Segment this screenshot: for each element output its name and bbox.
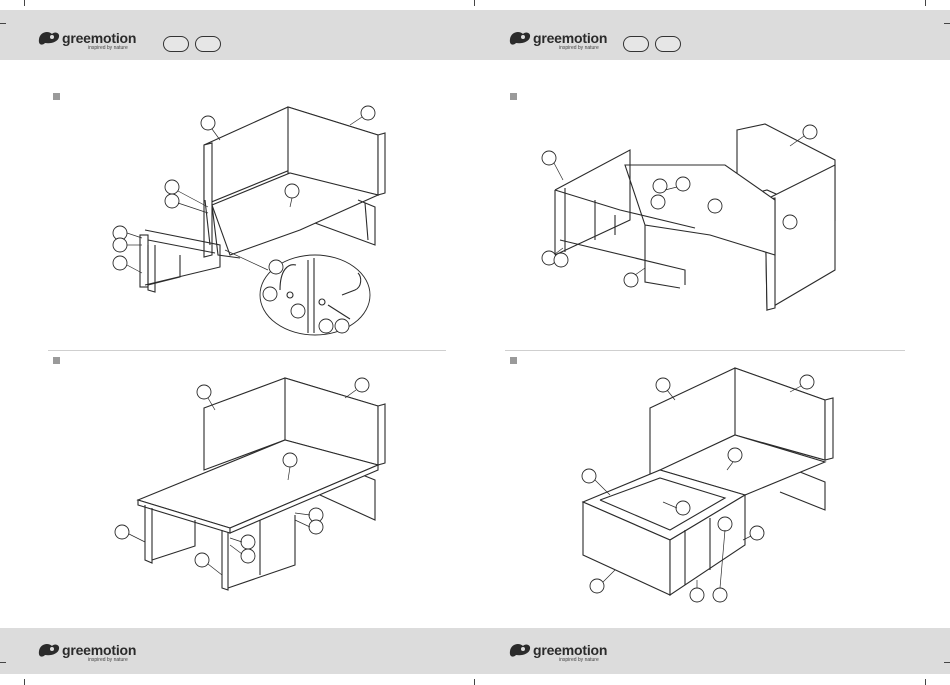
part-callout <box>656 378 670 392</box>
part-callout <box>355 378 369 392</box>
crop-mark <box>474 0 475 6</box>
crop-mark <box>24 679 25 685</box>
part-callout <box>690 588 704 602</box>
page-pill-2 <box>655 36 681 52</box>
header-band: greemotion inspired by nature <box>475 10 950 60</box>
brand-tagline: inspired by nature <box>559 45 599 51</box>
part-callout <box>285 184 299 198</box>
footer-band: greemotion inspired by nature <box>0 628 475 674</box>
brand-logo: greemotion inspired by nature <box>36 641 136 659</box>
footer-band: greemotion inspired by nature <box>475 628 950 674</box>
part-callout <box>361 106 375 120</box>
part-callout <box>241 549 255 563</box>
part-callout <box>113 256 127 270</box>
brand-tagline: inspired by nature <box>559 657 599 663</box>
brand-logo-icon <box>507 641 533 659</box>
part-callout <box>335 319 349 333</box>
brand-name: greemotion <box>533 642 607 658</box>
crop-mark <box>944 23 950 24</box>
page-left: greemotion inspired by nature <box>0 0 475 685</box>
part-callout <box>713 588 727 602</box>
part-callout <box>113 238 127 252</box>
figure-desk-with-cabinet <box>575 370 865 600</box>
part-callout <box>263 287 277 301</box>
page-pill-1 <box>623 36 649 52</box>
part-callout <box>269 260 283 274</box>
part-callout <box>728 448 742 462</box>
part-callout <box>201 116 215 130</box>
part-callout <box>708 199 722 213</box>
part-callout <box>624 273 638 287</box>
brand-tagline: inspired by nature <box>88 45 128 51</box>
step-marker-icon <box>510 93 517 100</box>
header-band: greemotion inspired by nature <box>0 10 475 60</box>
part-callout <box>653 179 667 193</box>
crop-mark <box>925 0 926 6</box>
brand-logo: greemotion inspired by nature <box>507 29 607 47</box>
step-marker-icon <box>53 93 60 100</box>
figure-desk-with-top <box>100 370 400 600</box>
part-callout <box>283 453 297 467</box>
part-callout <box>115 525 129 539</box>
part-callout <box>197 385 211 399</box>
crop-mark <box>474 679 475 685</box>
part-callout <box>165 194 179 208</box>
figure-desk-frame-bolt-assembly <box>100 95 400 345</box>
part-callout <box>554 253 568 267</box>
brand-logo-icon <box>507 29 533 47</box>
part-callout <box>783 215 797 229</box>
part-callout <box>590 579 604 593</box>
page-right: greemotion inspired by nature <box>475 0 950 685</box>
brand-logo-icon <box>36 641 62 659</box>
brand-tagline: inspired by nature <box>88 657 128 663</box>
part-callout <box>291 304 305 318</box>
part-callout <box>676 501 690 515</box>
brand-logo: greemotion inspired by nature <box>507 641 607 659</box>
brand-logo-icon <box>36 29 62 47</box>
part-callout <box>542 151 556 165</box>
part-callout <box>676 177 690 191</box>
part-callout <box>718 517 732 531</box>
page-pill-2 <box>195 36 221 52</box>
part-callout <box>309 520 323 534</box>
step-marker-icon <box>53 357 60 364</box>
crop-mark <box>24 0 25 6</box>
part-callout <box>319 319 333 333</box>
part-callout <box>241 535 255 549</box>
part-callout <box>582 469 596 483</box>
part-callout <box>651 195 665 209</box>
part-callout <box>800 375 814 389</box>
section-divider <box>505 350 905 351</box>
part-callout <box>750 526 764 540</box>
part-callout <box>165 180 179 194</box>
crop-mark <box>944 662 950 663</box>
crop-mark <box>0 662 6 663</box>
brand-name: greemotion <box>62 30 136 46</box>
page-pill-1 <box>163 36 189 52</box>
crop-mark <box>0 23 6 24</box>
part-callout <box>195 553 209 567</box>
figure-frame-panel-assembly <box>535 110 865 320</box>
brand-name: greemotion <box>533 30 607 46</box>
crop-mark <box>925 679 926 685</box>
part-callout <box>803 125 817 139</box>
brand-name: greemotion <box>62 642 136 658</box>
brand-logo: greemotion inspired by nature <box>36 29 136 47</box>
section-divider <box>48 350 446 351</box>
step-marker-icon <box>510 357 517 364</box>
